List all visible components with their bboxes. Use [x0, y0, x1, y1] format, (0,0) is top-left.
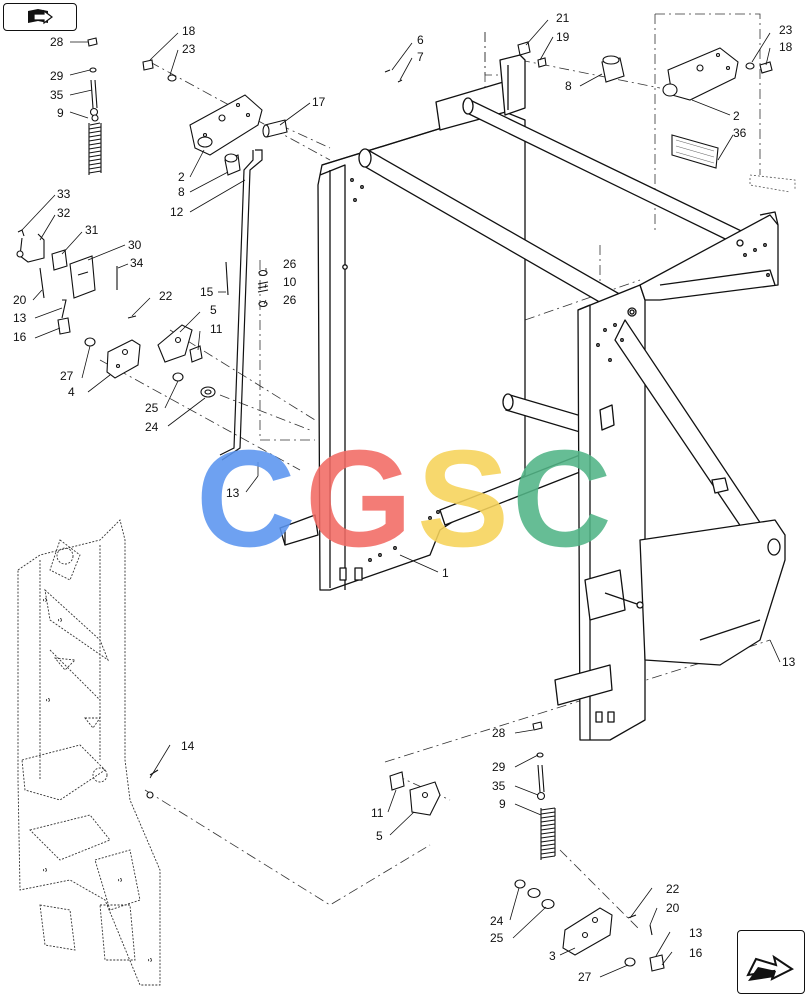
- callout-29: 29: [50, 69, 64, 83]
- callout-28: 28: [50, 35, 64, 49]
- callout-11: 11: [371, 806, 384, 820]
- callout-18: 18: [779, 40, 793, 54]
- callout-10: 10: [283, 275, 297, 289]
- hidden-outline: [749, 174, 796, 193]
- callout-8: 8: [178, 185, 185, 199]
- watermark-logo: C G S C: [196, 422, 612, 576]
- callout-26: 26: [283, 257, 297, 271]
- callout-numbers: 28 29 35 9 18 23 17 2 8 12 6 7 21 19 8 2…: [13, 11, 796, 984]
- callout-36: 36: [733, 126, 747, 140]
- watermark-letter-c2: C: [512, 422, 612, 576]
- frame-left-panel: [279, 54, 526, 591]
- callout-16: 16: [689, 946, 703, 960]
- left-middle-hardware: [16, 229, 269, 398]
- callout-24: 24: [490, 914, 504, 928]
- callout-27: 27: [578, 970, 592, 984]
- callout-25: 25: [145, 401, 159, 415]
- leader-lines: [21, 19, 781, 978]
- callout-13: 13: [689, 926, 703, 940]
- callout-15: 15: [200, 285, 214, 299]
- callout-23: 23: [779, 23, 793, 37]
- callout-4: 4: [68, 385, 75, 399]
- callout-5: 5: [210, 303, 217, 317]
- callout-22: 22: [159, 289, 173, 303]
- callout-13: 13: [13, 311, 27, 325]
- frame-right-panel: [554, 211, 786, 741]
- callout-17: 17: [312, 95, 326, 109]
- callout-14: 14: [181, 739, 195, 753]
- callout-7: 7: [417, 50, 424, 64]
- watermark-letter-g: G: [305, 422, 412, 576]
- watermark-letter-s: S: [417, 422, 509, 576]
- top-left-hardware: [87, 37, 288, 176]
- callout-18: 18: [182, 24, 196, 38]
- callout-35: 35: [50, 88, 64, 102]
- book-arrow-icon: [28, 9, 53, 25]
- callout-33: 33: [57, 187, 71, 201]
- top-right-hardware: [384, 41, 773, 169]
- callout-1: 1: [442, 566, 449, 580]
- callout-30: 30: [128, 238, 142, 252]
- callout-35: 35: [492, 779, 506, 793]
- callout-25: 25: [490, 931, 504, 945]
- callout-31: 31: [85, 223, 99, 237]
- callout-21: 21: [556, 11, 570, 25]
- callout-26: 26: [283, 293, 297, 307]
- callout-12: 12: [170, 205, 184, 219]
- callout-27: 27: [60, 369, 74, 383]
- callout-2: 2: [178, 170, 185, 184]
- callout-9: 9: [499, 797, 506, 811]
- callout-5: 5: [376, 829, 383, 843]
- callout-13: 13: [782, 655, 796, 669]
- part-rod-12: [219, 149, 263, 461]
- callout-29: 29: [492, 760, 506, 774]
- bottom-hardware: [146, 721, 665, 972]
- watermark-letter-c1: C: [196, 422, 296, 576]
- callout-9: 9: [57, 106, 64, 120]
- callout-19: 19: [556, 30, 570, 44]
- callout-8: 8: [565, 79, 572, 93]
- callout-11: 11: [210, 322, 223, 336]
- callout-24: 24: [145, 420, 159, 434]
- callout-34: 34: [130, 256, 144, 270]
- phantom-side-support: [17, 519, 161, 986]
- book-nav-button[interactable]: [3, 3, 77, 31]
- callout-20: 20: [13, 293, 27, 307]
- callout-32: 32: [57, 206, 71, 220]
- callout-28: 28: [492, 726, 506, 740]
- callout-23: 23: [182, 42, 196, 56]
- next-page-arrow-icon: [746, 954, 794, 981]
- callout-20: 20: [666, 901, 680, 915]
- callout-16: 16: [13, 330, 27, 344]
- next-page-button[interactable]: [737, 930, 805, 994]
- callout-13: 13: [226, 486, 240, 500]
- callout-6: 6: [417, 33, 424, 47]
- callout-3: 3: [549, 949, 556, 963]
- callout-2: 2: [733, 109, 740, 123]
- callout-22: 22: [666, 882, 680, 896]
